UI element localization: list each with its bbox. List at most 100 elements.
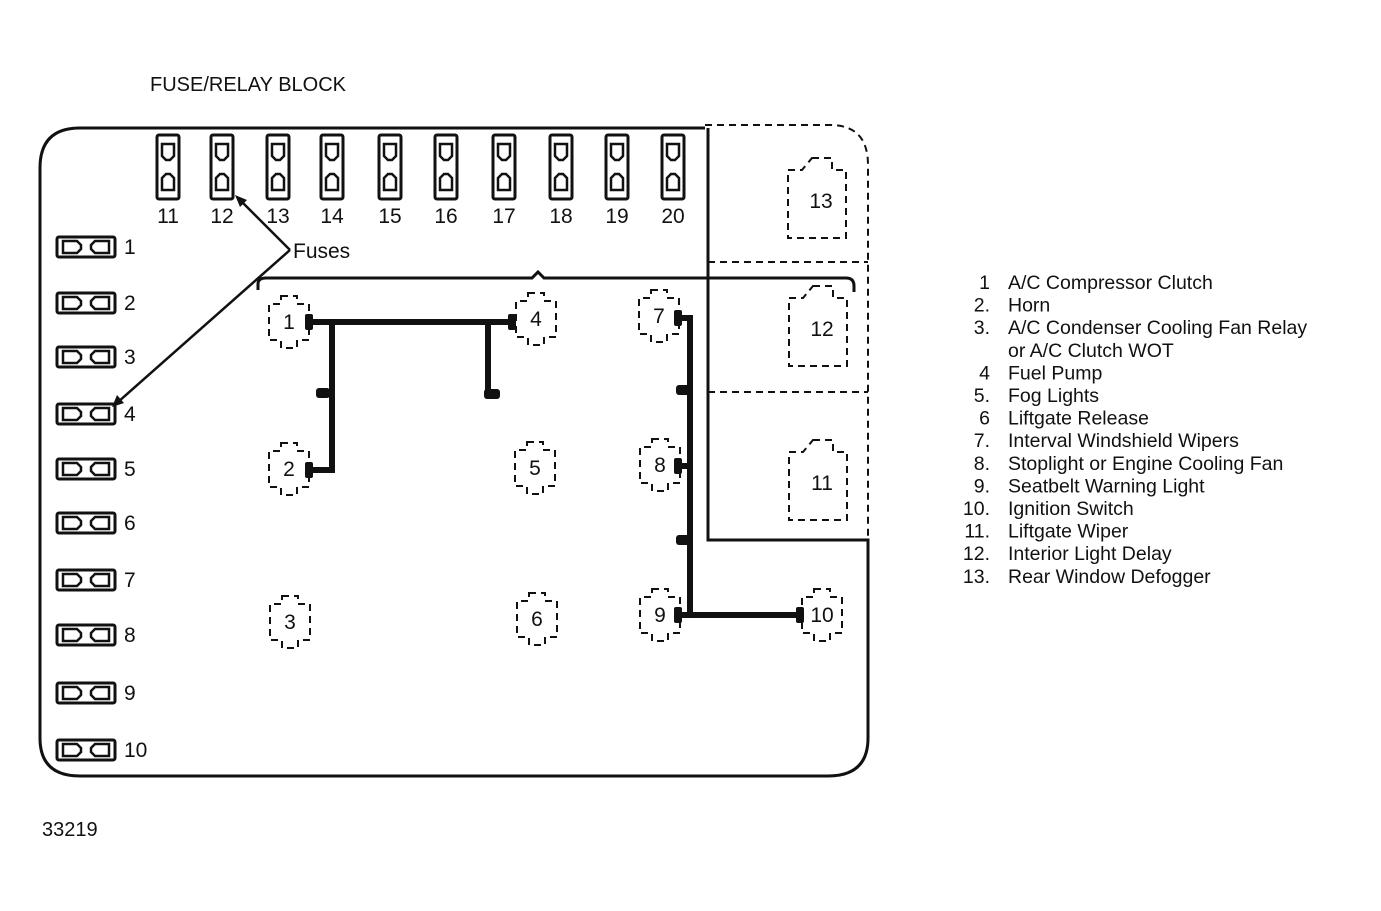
fuse-number-12: 12 (210, 205, 233, 228)
legend-text: Seatbelt Warning Light (1008, 475, 1205, 497)
legend-text: Stoplight or Engine Cooling Fan (1008, 453, 1283, 475)
fuse-number-6: 6 (124, 512, 136, 535)
legend-number: 7. (974, 430, 990, 452)
fuses-label: Fuses (293, 240, 350, 263)
legend-number: 1 (979, 272, 990, 294)
relay-label-8: 8 (654, 454, 666, 477)
bus-bar (256, 269, 856, 292)
dashed-compartment-outline (705, 124, 869, 540)
fuse-top-15: 15 (377, 133, 403, 228)
relay-11: 11 (788, 439, 848, 521)
legend-item: 13. Rear Window Defogger (963, 566, 1211, 588)
fuses-arrow-to-left-column (117, 249, 291, 403)
fuse-number-1: 1 (124, 236, 136, 259)
wire-relay7-relay10 (675, 315, 803, 618)
legend-number: 8. (974, 453, 990, 475)
fuse-number-7: 7 (124, 569, 136, 592)
legend-item: 7. Interval Windshield Wipers (974, 430, 1239, 452)
legend-number: 3. (974, 317, 990, 339)
fuse-number-19: 19 (605, 205, 628, 228)
fuse-number-20: 20 (661, 205, 684, 228)
connector-stub-b (484, 389, 500, 399)
relay-9: 9 (639, 588, 681, 642)
fuse-left-9: 9 (55, 681, 136, 705)
fuse-number-8: 8 (124, 624, 136, 647)
fuse-top-18: 18 (548, 133, 574, 228)
relay-label-7: 7 (653, 305, 665, 328)
fuse-left-4: 4 (55, 402, 136, 426)
legend-number: 13. (963, 566, 990, 588)
fuse-top-11: 11 (155, 133, 181, 228)
left-fuse-column: 1 2 3 4 5 6 7 8 9 10 (55, 235, 147, 762)
fuse-top-17: 17 (491, 133, 517, 228)
fuse-top-19: 19 (604, 133, 630, 228)
legend-text: Rear Window Defogger (1008, 566, 1211, 588)
relay-label-12: 12 (810, 318, 833, 341)
relay-10: 10 (801, 588, 843, 642)
fuse-number-2: 2 (124, 292, 136, 315)
legend-item: 9.Seatbelt Warning Light (974, 475, 1205, 497)
connector-relay8 (674, 458, 682, 474)
relay-label-11: 11 (811, 472, 833, 495)
legend-text: Horn (1008, 295, 1050, 317)
fuse-number-18: 18 (549, 205, 572, 228)
legend-number: 4 (979, 362, 990, 384)
legend-item: or A/C Clutch WOT (1008, 340, 1174, 362)
legend-text: Ignition Switch (1008, 498, 1134, 520)
legend-text: Liftgate Wiper (1008, 521, 1129, 543)
legend-text: Interval Windshield Wipers (1008, 430, 1239, 452)
legend-number: 11. (964, 521, 990, 543)
legend-text: or A/C Clutch WOT (1008, 340, 1174, 362)
relay-label-1: 1 (283, 311, 295, 334)
legend-text: Liftgate Release (1008, 408, 1149, 430)
fuse-left-10: 10 (55, 738, 147, 762)
relay-label-5: 5 (529, 457, 541, 480)
legend-item: 3. A/C Condenser Cooling Fan Relay (974, 317, 1308, 339)
fuse-number-10: 10 (124, 739, 147, 762)
fuse-left-8: 8 (55, 623, 136, 647)
connector-stub-a (316, 388, 330, 398)
fuse-number-3: 3 (124, 346, 136, 369)
connector-stub-d (676, 535, 690, 545)
diagram-title: FUSE/RELAY BLOCK (150, 74, 347, 96)
legend-item: 8. Stoplight or Engine Cooling Fan (974, 453, 1284, 475)
block-outline (38, 126, 870, 778)
wiring-harness (305, 310, 804, 623)
fuse-top-13: 13 (265, 133, 291, 228)
relay-7: 7 (638, 289, 680, 343)
connector-relay10 (796, 607, 804, 623)
fuses-arrow-to-top-row (239, 199, 291, 251)
relay-3: 3 (269, 595, 311, 649)
fuse-left-3: 3 (55, 345, 136, 369)
relay-1: 1 (268, 295, 310, 349)
legend-text: Fog Lights (1008, 385, 1099, 407)
legend-number: 10. (963, 498, 990, 520)
figure-number: 33219 (42, 819, 98, 841)
relay-6: 6 (516, 592, 558, 646)
fuse-number-5: 5 (124, 458, 136, 481)
relay-label-13: 13 (809, 190, 832, 213)
legend-item: 10. Ignition Switch (963, 498, 1134, 520)
legend-number: 6 (979, 408, 990, 430)
fuse-top-12: 12 (209, 133, 235, 228)
legend-text: A/C Condenser Cooling Fan Relay (1008, 317, 1307, 339)
legend-number: 2. (974, 295, 990, 317)
fuse-left-5: 5 (55, 457, 136, 481)
relay-13: 13 (787, 157, 847, 239)
fuse-number-14: 14 (320, 205, 344, 228)
legend-item: 11. Liftgate Wiper (964, 521, 1128, 543)
fuse-left-6: 6 (55, 511, 136, 535)
connector-relay1 (305, 314, 313, 330)
fuse-number-11: 11 (157, 205, 179, 228)
fuse-number-13: 13 (266, 205, 289, 228)
legend-item: 2. Horn (974, 295, 1051, 317)
fuse-number-4: 4 (124, 403, 136, 426)
connector-relay2 (305, 462, 313, 478)
relay-8: 8 (639, 438, 681, 492)
legend-item: 6 Liftgate Release (979, 408, 1149, 430)
